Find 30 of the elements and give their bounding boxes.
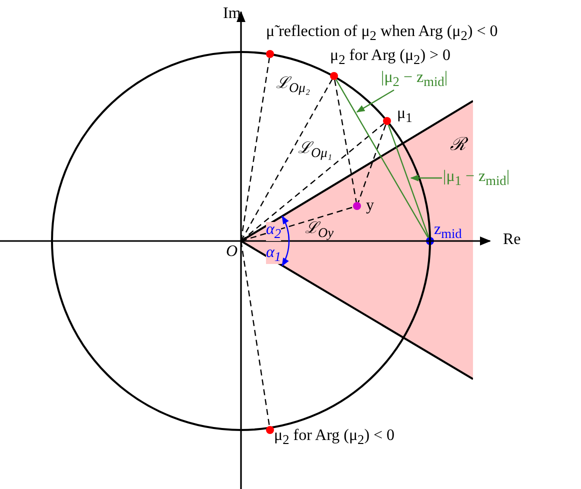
- point-marker: [266, 50, 274, 58]
- origin-label: O: [226, 244, 238, 260]
- edge-label: ℒ$_{Oμ₁}$: [298, 141, 332, 160]
- distance-label: |μ$_{2}$ − z$_{mid}$|: [381, 70, 448, 89]
- leader-arrow: [410, 174, 442, 182]
- dashed-line: [240, 79, 333, 242]
- distance-line: [336, 79, 428, 238]
- dashed-line: [358, 124, 386, 202]
- point-label: y: [366, 198, 374, 214]
- point-label: z$_{mid}$: [434, 222, 462, 241]
- angle-label: α$_{2}$: [266, 222, 282, 241]
- dashed-line: [334, 80, 357, 202]
- distance-label: |μ$_{1}$ − z$_{mid}$|: [443, 169, 510, 188]
- point-marker: [266, 426, 274, 434]
- leader-arrow: [356, 89, 394, 113]
- point-marker: [383, 117, 391, 125]
- edge-label: ℒ$_{Oμ₂}$: [276, 76, 310, 95]
- axis-label: Im: [223, 6, 241, 22]
- dashed-line: [240, 58, 270, 242]
- dashed-line: [240, 123, 384, 242]
- axis-label: Re: [503, 232, 521, 248]
- distance-line: [388, 124, 430, 238]
- point-label: μ$_{1}$: [397, 106, 412, 125]
- point-label: μ$_{2}$ for Arg (μ$_{2}$) > 0: [330, 48, 451, 67]
- edge-label: ℒ$_{Oy}$: [305, 221, 334, 240]
- point-label: μ$_{2}$ for Arg (μ$_{2}$) < 0: [274, 428, 395, 447]
- point-label: μ̃ reflection of μ$_{2}$ when Arg (μ$_{2}$) < 0: [266, 24, 498, 43]
- point-marker: [330, 72, 338, 80]
- region-label: ℛ: [450, 135, 466, 153]
- dashed-line: [240, 240, 270, 426]
